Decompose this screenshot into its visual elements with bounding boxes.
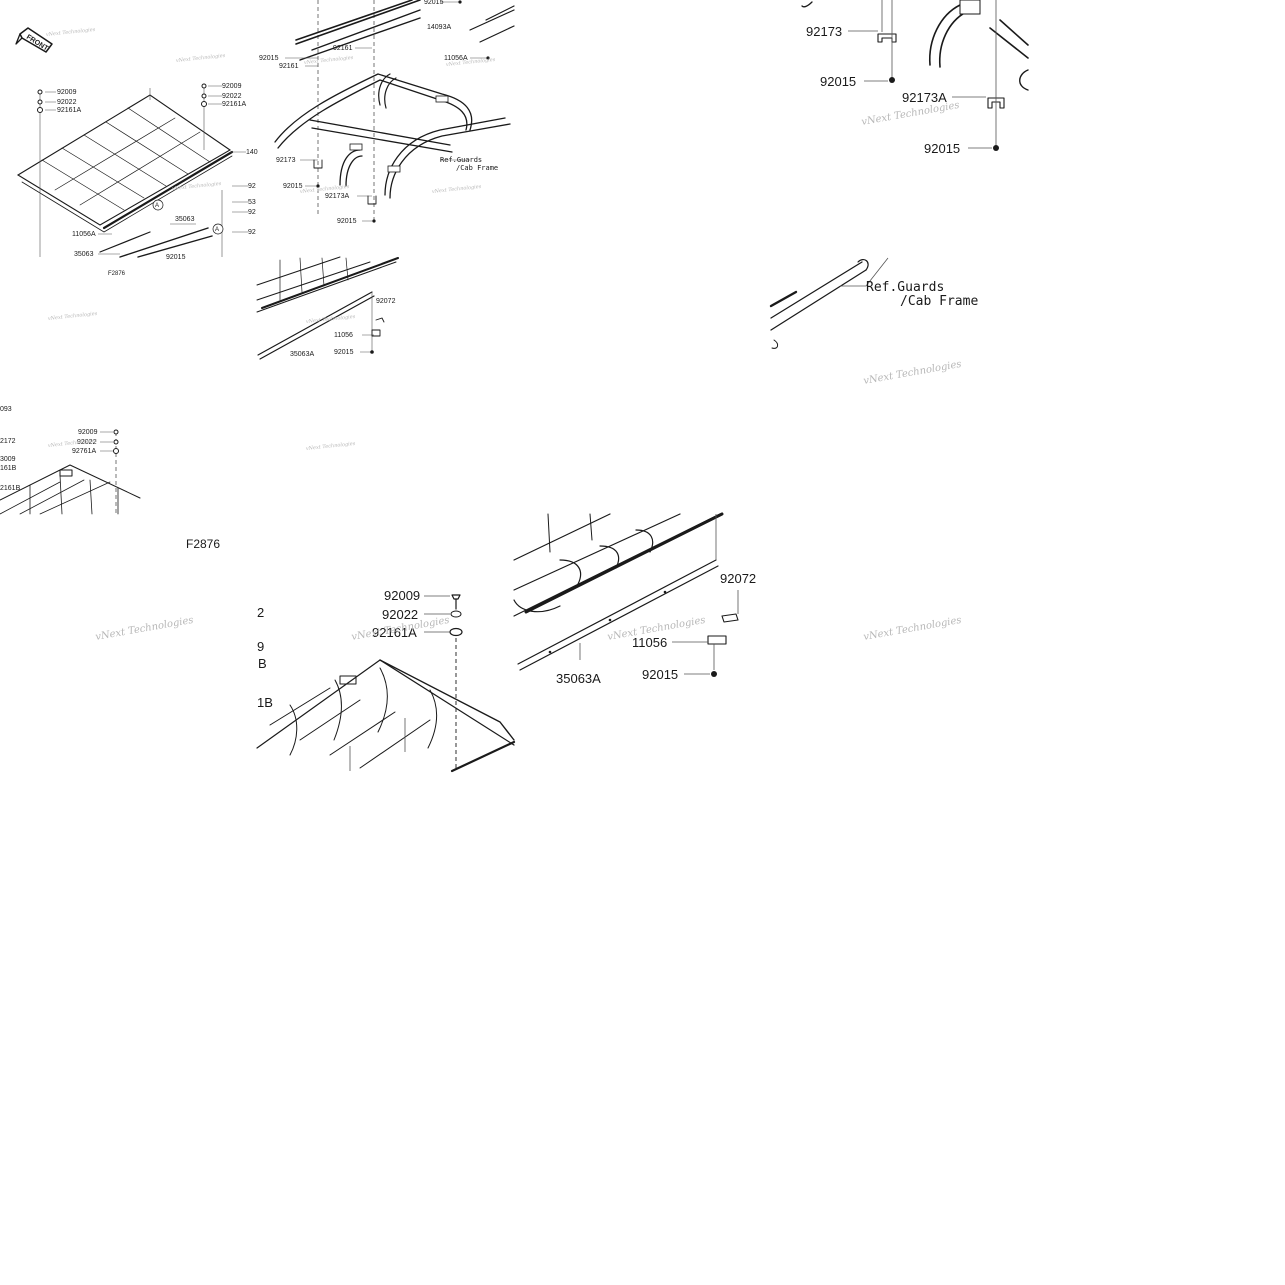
watermark: vNext Technologies (863, 615, 963, 643)
label: 92173 (806, 24, 842, 39)
label: 3009 (0, 456, 16, 463)
label: 92015 (924, 141, 960, 156)
svg-text:A: A (215, 227, 219, 233)
label: 92015 (334, 349, 354, 356)
watermark: vNext Technologies (304, 55, 354, 66)
figure-code-small: F2876 (108, 271, 126, 277)
watermark: vNext Technologies (176, 53, 226, 64)
label: 9 (257, 639, 264, 654)
label: 140 (246, 149, 258, 156)
label: 92173 (276, 157, 296, 164)
label: 92161 (279, 63, 299, 70)
label: 92 (248, 183, 256, 190)
label: 11056A (444, 55, 468, 62)
tile-ref-guards-zoom: Ref.Guards /Cab Frame (769, 257, 978, 349)
label: 35063A (290, 351, 314, 358)
label: 92 (248, 229, 256, 236)
watermark: vNext Technologies (432, 184, 482, 195)
label: 92015 (424, 0, 444, 6)
label: 35063A (556, 671, 601, 686)
label: 1B (257, 695, 273, 710)
label: 92022 (77, 439, 97, 446)
label: 14093A (427, 24, 451, 31)
label: 92022 (57, 99, 77, 106)
figure-code: F2876 (186, 537, 220, 551)
label: 92009 (222, 83, 242, 90)
label: 35063 (74, 251, 94, 258)
label: 11056 (632, 635, 667, 650)
ref-guards-label: Ref.Guards (866, 280, 944, 295)
label: 92009 (384, 588, 420, 603)
tile-cab-frame: 92015 14093A 92161 92015 92161 11056A 92… (259, 0, 515, 225)
label: 92761A (72, 448, 96, 455)
tile-brackets-zoom: 92173 92015 92173A 92015 (801, 0, 1029, 156)
label: 161B (0, 465, 17, 472)
tile-roof-fasteners-zoom: 92009 92022 92161A 2 9 B 1B (256, 588, 516, 773)
watermark: vNext Technologies (48, 438, 98, 449)
svg-text:A: A (155, 203, 159, 209)
label: 92173A (325, 193, 349, 200)
label: 2161B (0, 485, 21, 492)
label: 92009 (57, 89, 77, 96)
watermark: vNext Technologies (95, 615, 195, 643)
tile-overview: FRONT A A 92009 92022 (15, 27, 258, 277)
watermark: vNext Technologies (48, 311, 98, 322)
label: 92072 (720, 571, 756, 586)
label: 2172 (0, 438, 16, 445)
label: B (258, 656, 267, 671)
label: 92009 (78, 429, 98, 436)
label: Ref.Guards (440, 156, 482, 164)
label: 92022 (222, 93, 242, 100)
tile-roof-detail-left: 093 92009 2172 92022 92761A 3009 161B 21… (0, 406, 141, 515)
watermark: vNext Technologies (46, 27, 96, 38)
label: 92 (248, 209, 256, 216)
watermark: vNext Technologies (172, 181, 222, 192)
label: 2 (257, 605, 264, 620)
tile-side-rail-zoom: 92072 11056 35063A 92015 (513, 512, 756, 686)
label: 92015 (337, 218, 357, 225)
label: 53 (248, 199, 256, 206)
watermark: vNext Technologies (863, 359, 963, 387)
label: /Cab Frame (456, 164, 498, 172)
label: 92015 (259, 55, 279, 62)
tile-side-rail-small: 92072 11056 92015 35063A (256, 256, 399, 360)
watermark: vNext Technologies (306, 441, 356, 452)
cab-frame-label: /Cab Frame (900, 294, 978, 309)
label: 92015 (166, 254, 186, 261)
label: 11056 (334, 332, 353, 339)
label: 92173A (902, 90, 947, 105)
label: 92015 (820, 74, 856, 89)
watermark: vNext Technologies (306, 314, 356, 325)
label: 92161A (372, 625, 417, 640)
label: 35063 (175, 216, 195, 223)
label: 92015 (283, 183, 303, 190)
label: 093 (0, 406, 12, 413)
label: 92015 (642, 667, 678, 682)
watermark: vNext Technologies (300, 184, 350, 195)
label: 92161A (222, 101, 246, 108)
label: 11056A (72, 231, 96, 238)
roof-panel (16, 94, 234, 233)
label: 92072 (376, 298, 396, 305)
watermark: vNext Technologies (446, 57, 496, 68)
label: 92161 (333, 45, 353, 52)
label: 92161A (57, 107, 81, 114)
label: 92022 (382, 607, 418, 622)
